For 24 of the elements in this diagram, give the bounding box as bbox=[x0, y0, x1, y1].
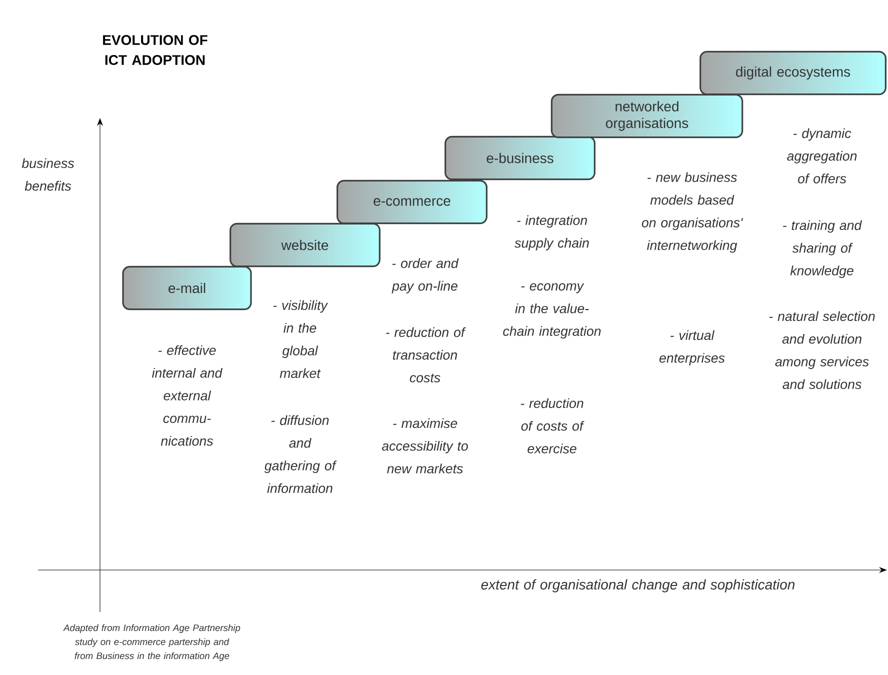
step-box: e-commerce bbox=[336, 180, 488, 224]
benefit-text: - effective internal and external commu- nications bbox=[152, 345, 223, 446]
source-note: Adapted from Information Age Partnership study on e-commerce partership and from Business in the information Age bbox=[63, 624, 240, 661]
benefit-text: - order and pay on-line bbox=[392, 258, 459, 294]
axis-label: extent of organisational change and sophistication bbox=[481, 579, 795, 592]
benefit-text: - economy in the value- chain integration bbox=[503, 283, 601, 339]
step-box: website bbox=[230, 222, 380, 268]
step-box: digital ecosystems bbox=[700, 50, 886, 96]
benefit-text: - diffusion and gathering of information bbox=[264, 415, 337, 494]
benefit-text: - training and sharing of knowledge bbox=[783, 220, 862, 278]
benefit-text: - visibility in the global market bbox=[273, 300, 328, 378]
step-box: networked organisations bbox=[550, 94, 744, 138]
benefit-text: - natural selection and evolution among services and solutions bbox=[769, 311, 875, 390]
title: EVOLUTION OF ICT ADOPTION bbox=[103, 35, 208, 65]
benefit-text: - reduction of transaction costs bbox=[386, 327, 466, 382]
benefit-text: - dynamic aggregation of offers bbox=[787, 128, 857, 184]
benefit-text: - reduction of costs of exercise bbox=[520, 398, 584, 454]
benefit-text: - maximise accessibility to new markets bbox=[382, 418, 468, 474]
step-box: e-business bbox=[444, 136, 596, 180]
step-box: e-mail bbox=[122, 266, 252, 310]
benefit-text: - integration supply chain bbox=[514, 215, 589, 250]
axis-label: business benefits bbox=[22, 158, 74, 191]
benefit-text: - new business models based on organisations' internetworking bbox=[642, 172, 743, 253]
benefit-text: - virtual enterprises bbox=[659, 330, 725, 366]
